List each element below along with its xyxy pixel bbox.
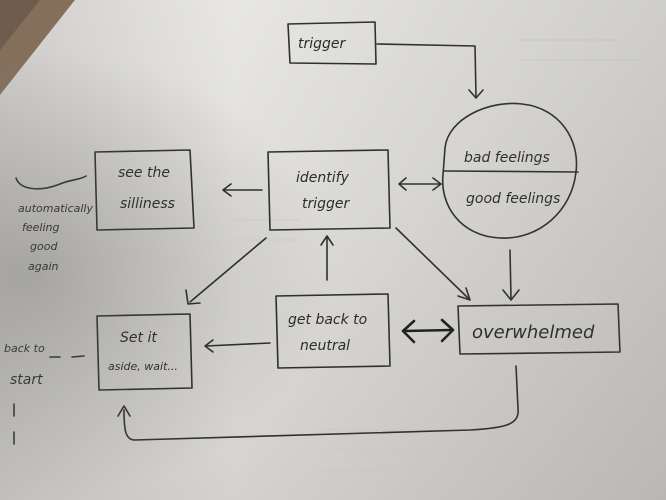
auto-line2: feeling [22,221,59,234]
arrow-neutral-to-identify [320,235,334,281]
note-auto-feeling-good: automatically feeling good again [15,175,93,273]
back-to-start-line2: start [10,372,43,388]
arrow-trigger-to-feelings [376,43,484,99]
back-to-start-line1: back to [4,342,45,355]
arrow-identify-to-overwhelmed [395,227,471,301]
good-feelings-label: good feelings [466,191,560,207]
arrow-neutral-to-setaside [204,339,271,353]
node-trigger: trigger [287,21,377,65]
note-back-to-start: back to start [4,342,45,445]
arrow-setaside-to-start [49,355,85,358]
bad-feelings-label: bad feelings [464,150,550,166]
set-aside-line2: aside, wait... [108,360,178,373]
identify-trigger-line1: identify [296,170,350,186]
auto-line1: automatically [18,202,93,215]
identify-trigger-line2: trigger [302,196,351,212]
node-overwhelmed: overwhelmed [457,303,621,355]
arrow-identify-to-silliness [222,183,263,197]
see-silliness-line2: silliness [120,196,175,212]
arrow-identify-to-setaside [185,237,267,305]
arrow-overwhelmed-loop [117,365,519,441]
set-aside-line1: Set it [120,330,157,346]
node-identify-trigger: identify trigger [267,149,391,231]
see-silliness-line1: see the [118,165,170,181]
overwhelmed-label: overwhelmed [472,322,595,343]
node-set-aside: Set it aside, wait... [96,313,193,391]
neutral-line1: get back to [288,312,367,328]
arrow-identify-feelings [398,177,442,191]
node-feelings-circle: bad feelings good feelings [441,102,579,239]
trigger-label: trigger [298,36,347,52]
arrow-neutral-overwhelmed [401,318,455,344]
neutral-line2: neutral [300,338,350,354]
auto-line3: good [30,240,58,253]
node-see-silliness: see the silliness [94,149,195,231]
node-get-back-neutral: get back to neutral [275,293,391,369]
auto-line4: again [28,260,59,273]
arrow-feelings-to-overwhelmed [502,249,520,301]
